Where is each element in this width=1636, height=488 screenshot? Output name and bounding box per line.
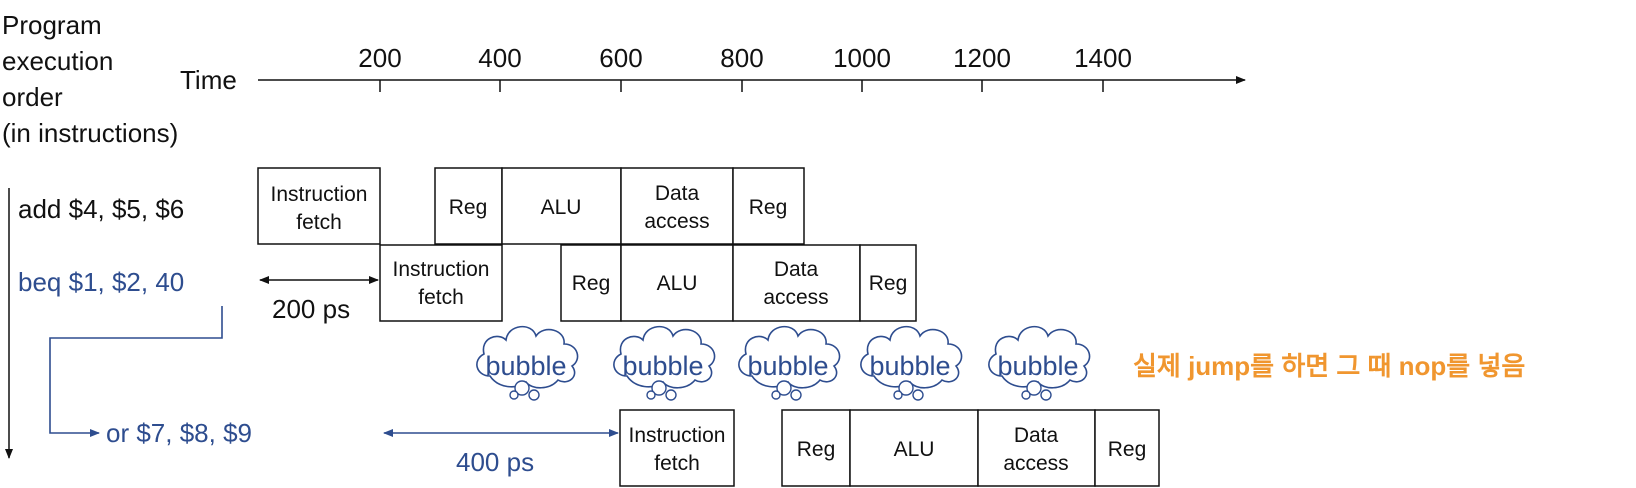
pipeline-row-or (619, 409, 1160, 487)
stage-label-reg: Reg (869, 272, 908, 295)
stage-data-access (732, 244, 861, 322)
time-axis-label: Time (180, 65, 237, 95)
stage-label-fetch-2: fetch (296, 211, 342, 234)
stage-reg-read (434, 167, 503, 245)
stage-reg-read (781, 409, 851, 487)
stage-instruction-fetch (379, 244, 503, 322)
stage-label-reg: Reg (797, 438, 836, 461)
stage-reg-write (859, 244, 917, 322)
instruction-add: add $4, $5, $6 (18, 194, 184, 224)
pipeline-row-beq (379, 244, 917, 322)
nop-annotation: 실제 jump를 하면 그 때 nop를 넣음 (1133, 351, 1525, 381)
time-tick-label: 400 (478, 43, 521, 73)
stage-label-reg: Reg (1108, 438, 1147, 461)
time-tick-label: 1200 (953, 43, 1011, 73)
stage-label-fetch-2: fetch (418, 286, 464, 309)
stage-instruction-fetch (619, 409, 735, 487)
time-tick-label: 1000 (833, 43, 891, 73)
stage-label-data-1: Data (655, 182, 700, 205)
stage-label-reg: Reg (449, 196, 488, 219)
delay-400ps-label: 400 ps (456, 447, 534, 477)
bubble-label: bubble (869, 351, 950, 381)
bubble-label: bubble (485, 351, 566, 381)
time-tick-label: 600 (599, 43, 642, 73)
delay-200ps-label: 200 ps (272, 294, 350, 324)
time-tick-label: 1400 (1074, 43, 1132, 73)
stage-label-data-2: access (763, 286, 828, 309)
time-tick-label: 800 (720, 43, 763, 73)
time-axis-ticks (379, 80, 1104, 92)
stage-label-fetch-2: fetch (654, 452, 700, 475)
stage-label-data-1: Data (774, 258, 819, 281)
stage-label-alu: ALU (894, 438, 935, 461)
stage-label-alu: ALU (541, 196, 582, 219)
stage-data-access (620, 167, 734, 245)
stage-alu (501, 167, 622, 245)
stage-label-fetch-1: Instruction (393, 258, 490, 281)
stage-reg-write (1094, 409, 1160, 487)
stage-data-access (977, 409, 1096, 487)
stage-reg-write (732, 167, 805, 245)
pipeline-row-add (257, 167, 805, 245)
instruction-beq: beq $1, $2, 40 (18, 267, 184, 297)
stage-reg-read (560, 244, 622, 322)
branch-path-arrow (49, 306, 223, 437)
stage-label-fetch-1: Instruction (629, 424, 726, 447)
time-tick-label: 200 (358, 43, 401, 73)
stage-instruction-fetch (257, 167, 381, 245)
stage-label-fetch-1: Instruction (271, 183, 368, 206)
stage-label-data-2: access (1003, 452, 1068, 475)
bubble-label: bubble (622, 351, 703, 381)
stage-label-reg: Reg (749, 196, 788, 219)
program-order-header: Program execution order (in instructions… (2, 10, 178, 148)
stage-alu (849, 409, 979, 487)
stage-label-data-1: Data (1014, 424, 1059, 447)
stage-label-data-2: access (644, 210, 709, 233)
instruction-or: or $7, $8, $9 (106, 418, 252, 448)
stage-label-alu: ALU (657, 272, 698, 295)
bubble-label: bubble (747, 351, 828, 381)
stage-label-reg: Reg (572, 272, 611, 295)
bubble-label: bubble (997, 351, 1078, 381)
stage-alu (620, 244, 734, 322)
